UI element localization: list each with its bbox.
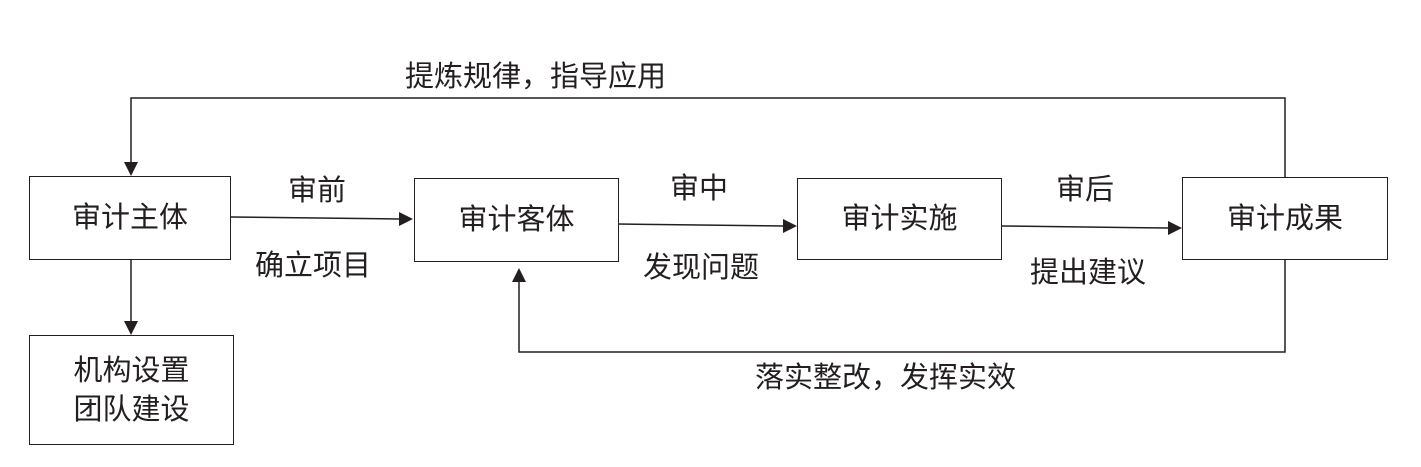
- arrowhead-feedback-top: [124, 162, 138, 176]
- arrow-implementation-to-results: [1001, 225, 1169, 229]
- node-organization-line2: 团队建设: [73, 392, 190, 426]
- node-audit-object-label: 审计客体: [458, 202, 575, 237]
- node-audit-implementation-label: 审计实施: [841, 201, 958, 236]
- arrow-object-to-implementation: [617, 223, 784, 227]
- node-organization: 机构设置 团队建设: [29, 335, 234, 445]
- node-audit-results-label: 审计成果: [1226, 200, 1343, 235]
- arrowhead-implementation-to-results: [1168, 221, 1182, 235]
- arrow-subject-to-object: [230, 216, 400, 220]
- feedback-label-bottom: 落实整改，发挥实效: [755, 360, 1017, 394]
- feedback-loop-top: [130, 97, 1286, 177]
- arrowhead-subject-to-organization: [124, 321, 138, 335]
- edge-label-post-audit: 审后: [1056, 172, 1115, 206]
- node-audit-results: 审计成果: [1182, 177, 1388, 260]
- edge-label-propose-suggestions: 提出建议: [1030, 255, 1147, 289]
- edge-label-pre-audit: 审前: [288, 173, 347, 207]
- node-organization-line1: 机构设置: [73, 352, 190, 387]
- edge-label-mid-audit: 审中: [670, 171, 729, 205]
- arrowhead-subject-to-object: [399, 212, 413, 226]
- node-audit-object: 审计客体: [414, 178, 619, 262]
- node-audit-subject-label: 审计主体: [71, 200, 188, 235]
- edge-label-find-problems: 发现问题: [643, 250, 760, 284]
- feedback-loop-bottom: [518, 260, 1286, 353]
- arrowhead-feedback-bottom: [512, 268, 526, 282]
- node-audit-subject: 审计主体: [29, 176, 231, 260]
- arrowhead-object-to-implementation: [783, 219, 797, 233]
- node-audit-implementation: 审计实施: [797, 178, 1002, 260]
- feedback-label-top: 提炼规律，指导应用: [405, 59, 667, 93]
- edge-label-establish-project: 确立项目: [255, 248, 372, 282]
